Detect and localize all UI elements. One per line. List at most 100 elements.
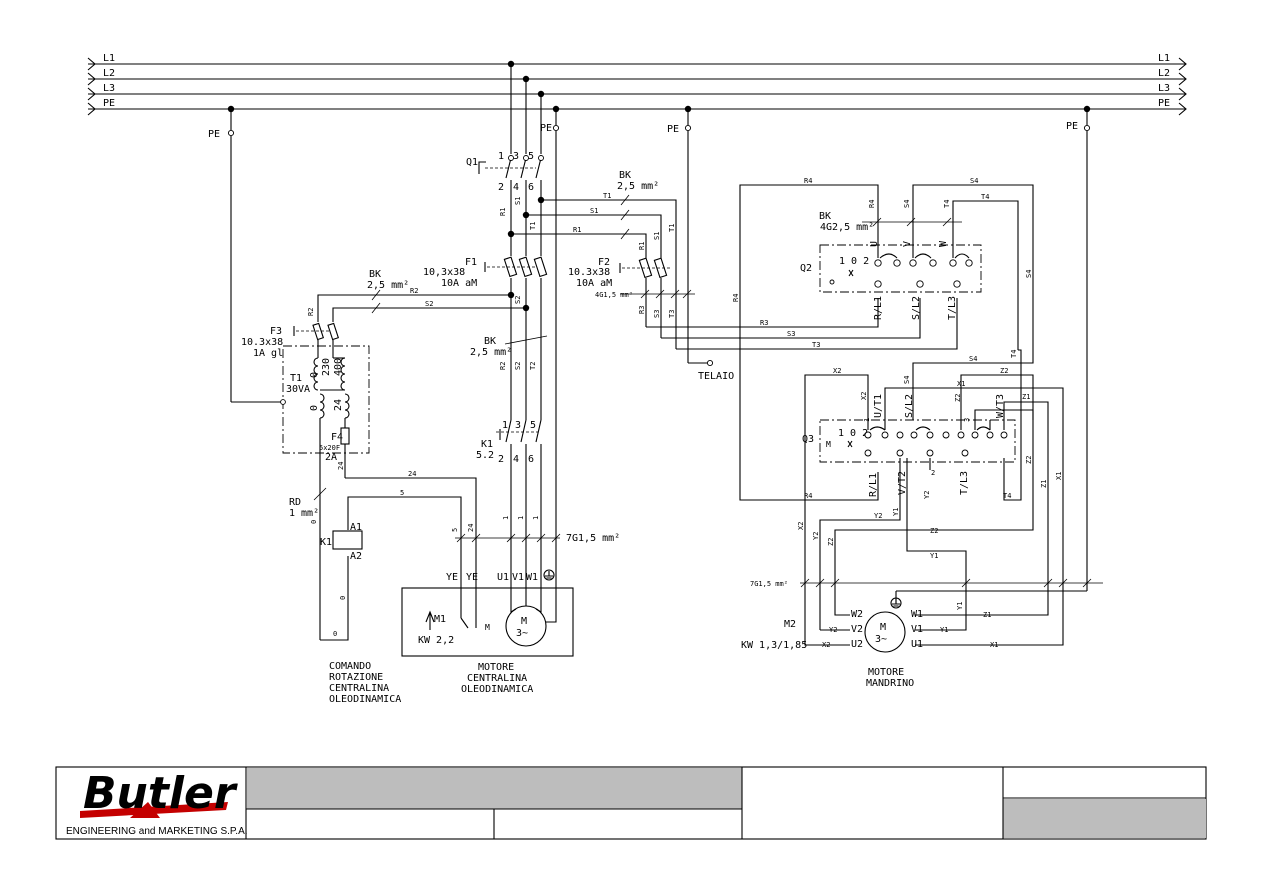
wire-x2-top: X2 [833, 367, 841, 375]
wire-t4-top: T4 [981, 193, 989, 201]
q3-t3: 3 [963, 418, 971, 422]
pe-label-left: PE [208, 129, 220, 140]
f3-rating: 1A gl [253, 348, 283, 359]
pe-label-q1: PE [540, 123, 552, 134]
caption-left-1: ROTAZIONE [329, 672, 383, 683]
wire-s2-label-top: S2 [425, 300, 433, 308]
t1-400: 400 [333, 358, 344, 376]
rd-label: RD [289, 497, 301, 508]
power-bus: L1 L2 L3 PE L1 L2 L3 PE [87, 53, 1187, 116]
q3-label: Q3 [802, 434, 814, 445]
bus-label-pe-left: PE [103, 98, 115, 109]
wire-r1-label: R1 [499, 208, 507, 216]
caption-mid-0: MOTORE [478, 662, 514, 673]
cable-4g15: 4G1,5 mm² [595, 291, 633, 299]
m2-v1: V1 [911, 624, 923, 635]
f3-label: F3 [270, 326, 282, 337]
wire-x1-bottom: X1 [990, 641, 998, 649]
wire-v1-vert: 1 [517, 516, 525, 520]
cable-7g15-right: 7G1,5 mm² [750, 580, 788, 588]
wire-0-b: 0 [339, 596, 347, 600]
k1-coil-label: K1 [320, 537, 332, 548]
cable-bk-label-b: BK [369, 269, 381, 280]
wire-0-a: 0 [310, 520, 318, 524]
wire-r2-label: R2 [410, 287, 418, 295]
wire-r1-h: R1 [573, 226, 581, 234]
m1-kw: KW 2,2 [418, 635, 454, 646]
wire-z1-bottom: Z1 [983, 611, 991, 619]
wire-0-c: 0 [333, 630, 337, 638]
wire-x2-bottom: X2 [822, 641, 830, 649]
t1-230: 230 [321, 358, 332, 376]
f2-rating: 10A aM [576, 278, 612, 289]
f3-size: 10.3x38 [241, 337, 283, 348]
wire-s4-v: S4 [903, 200, 911, 208]
f4-size: 5x20F [319, 444, 340, 452]
caption-right-1: MANDRINO [866, 678, 914, 689]
f3-feed-wires: R2 S2 BK 2,5 mm² R2 [307, 269, 526, 322]
wire-t1-h: T1 [603, 192, 611, 200]
k1-coil-circuit: RD 1 mm² 0 0 0 5 5 A1 A2 K1 [289, 487, 462, 641]
motor-m2: 7G1,5 mm² M 3~ W2 V2 U2 W1 V1 U1 X2 Y2 M… [741, 578, 1103, 689]
wire-y1-mid: Y1 [930, 552, 938, 560]
f1-rating: 10A aM [441, 278, 477, 289]
cable-bk-size-a: 2,5 mm² [617, 181, 659, 192]
wire-r2-label-b: R2 [499, 362, 507, 370]
f2-feed-wires: T1 S1 R1 BK 2,5 mm² R1 S1 T1 F2 10.3x38 … [511, 170, 958, 350]
m2-kw: KW 1,3/1,85 [741, 640, 807, 651]
q3-vt2: V/T2 [897, 471, 908, 495]
cable-bk-label-a: BK [619, 170, 631, 181]
f1-label: F1 [465, 257, 477, 268]
wire-s2-label: S2 [514, 296, 522, 304]
f1-size: 10,3x38 [423, 267, 465, 278]
ye1-label: YE [446, 572, 458, 583]
q2-rl1: R/L1 [873, 296, 884, 320]
ye2-label: YE [466, 572, 478, 583]
m2-label: M2 [784, 619, 796, 630]
cable-bk-size-b: 2,5 mm² [367, 280, 409, 291]
k1-label: K1 [481, 439, 493, 450]
wire-5-vert: 5 [451, 528, 459, 532]
cable-bk-label-c: BK [484, 336, 496, 347]
m2-u2: U2 [851, 639, 863, 650]
k1-term-6: 6 [528, 454, 534, 465]
q1-term-1: 1 [498, 151, 504, 162]
m1-m-label: M [521, 616, 527, 627]
q1-term-4: 4 [513, 182, 519, 193]
t1-label: T1 [290, 373, 302, 384]
caption-left-0: COMANDO [329, 661, 371, 672]
wire-s4-v2: S4 [903, 376, 911, 384]
q3-f-marker: M [826, 440, 831, 449]
wire-s4-right: S4 [1025, 270, 1033, 278]
k1-ref: 5.2 [476, 450, 494, 461]
k1-term-1: 1 [502, 420, 508, 431]
q2-w: W [938, 240, 949, 247]
k1-term-2: 2 [498, 454, 504, 465]
a1-label: A1 [350, 522, 362, 533]
wire-u1-vert: 1 [502, 516, 510, 520]
q3-sl2: S/L2 [904, 394, 915, 418]
bus-label-l1-right: L1 [1158, 53, 1170, 64]
cable-7g15-left: 7G1,5 mm² [566, 533, 620, 544]
m2-m-label: M [880, 622, 886, 633]
wire-r1-v2: R1 [638, 242, 646, 250]
q2-label: Q2 [800, 263, 812, 274]
k1-term-3: 3 [515, 420, 521, 431]
wire-s4-mid: S4 [969, 355, 977, 363]
wire-t3-v: T3 [668, 310, 676, 318]
f3-and-transformer: F3 10.3x38 1A gl 230 400 0 T1 30VA 0 24 … [241, 322, 477, 640]
wire-y2-mid: Y2 [874, 512, 882, 520]
wire-t4-right: T4 [1010, 350, 1018, 358]
wire-t3-h: T3 [812, 341, 820, 349]
q3-switch: Q3 1 0 2 M U/T1 S/L2 W/T3 R/L1 V/T2 T/L3… [797, 349, 1064, 649]
wire-y1-bottom: Y1 [940, 626, 948, 634]
m1-v1-label: V1 [512, 572, 524, 583]
wire-y1-right: Y1 [956, 602, 964, 610]
m2-w1: W1 [911, 609, 923, 620]
q1-term-2: 2 [498, 182, 504, 193]
wire-24-vert: 24 [337, 462, 345, 470]
wire-t4-bottom: T4 [1003, 492, 1011, 500]
bus-label-l1-left: L1 [103, 53, 115, 64]
cable-bk-size-c: 2,5 mm² [470, 347, 512, 358]
wire-r4-top: R4 [804, 177, 812, 185]
